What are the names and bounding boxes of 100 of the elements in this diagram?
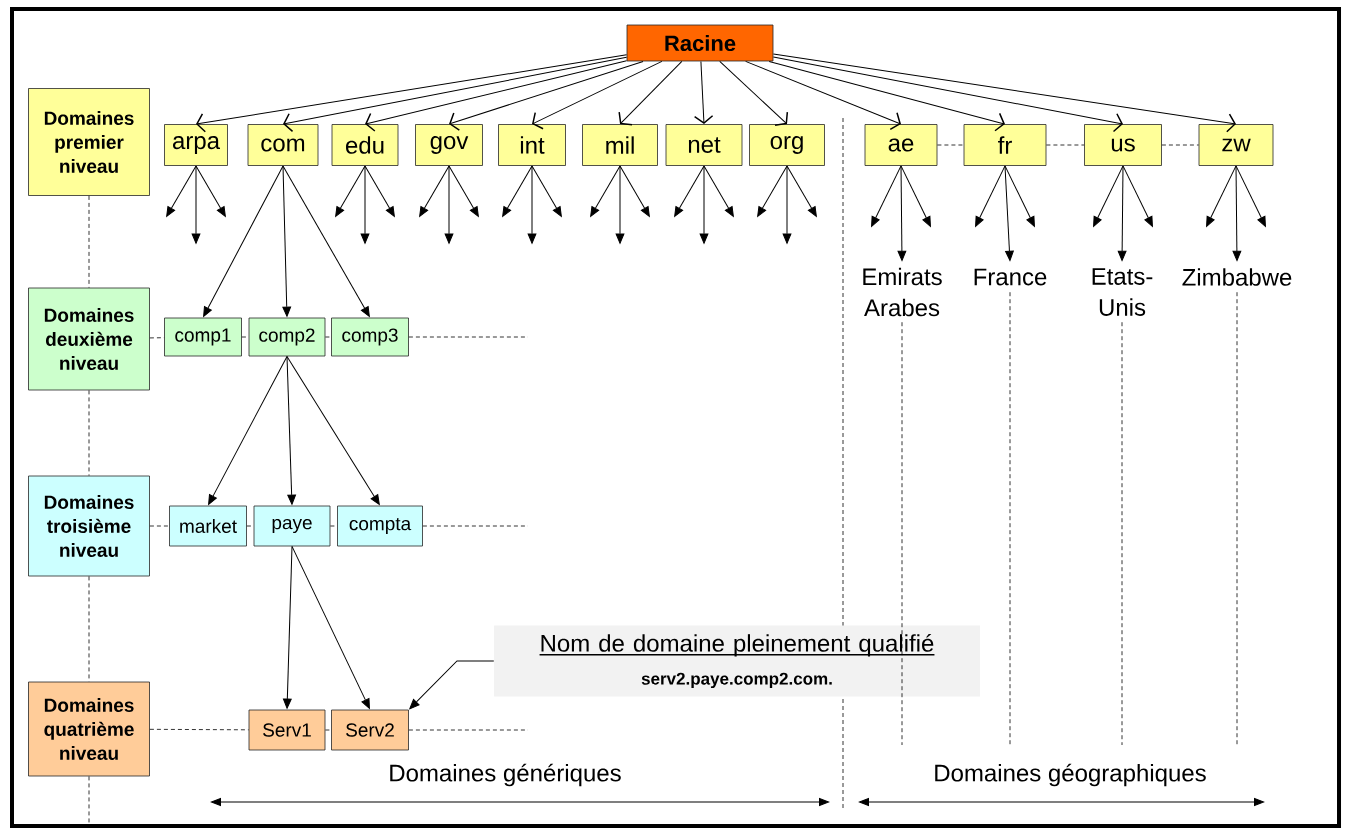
- arrow: [203, 165, 284, 317]
- arrow: [448, 165, 479, 217]
- dashed-line: [1009, 291, 1011, 746]
- arrow: [618, 60, 683, 126]
- arrow: [782, 165, 792, 244]
- arrow: [282, 545, 293, 709]
- arrow: [772, 53, 1236, 133]
- arrow: [335, 165, 366, 217]
- arrow: [768, 60, 1005, 132]
- arrow: [195, 165, 226, 217]
- dashed-line: [88, 390, 90, 476]
- arrow: [531, 165, 562, 217]
- arrow: [871, 165, 902, 227]
- level-box: Domaines troisième niveau: [28, 475, 150, 577]
- arrow: [900, 165, 931, 227]
- domain-box: ae: [864, 124, 938, 166]
- arrow: [291, 545, 370, 709]
- arrow: [191, 165, 201, 244]
- arrow: [1004, 165, 1035, 227]
- arrow: [527, 165, 537, 244]
- country-label: France: [974, 268, 1047, 286]
- dashed-line: [1236, 291, 1238, 746]
- arrow: [699, 165, 709, 244]
- domain-box: compta: [337, 505, 423, 547]
- arrow: [286, 355, 380, 505]
- dashed-line: [408, 336, 529, 338]
- arrow: [772, 56, 1123, 133]
- domain-box: comp3: [331, 317, 409, 357]
- arrow: [283, 56, 628, 133]
- level-box: Domaines premier niveau: [28, 88, 150, 196]
- dashed-line: [1161, 144, 1199, 146]
- dashed-line: [88, 195, 90, 288]
- arrow: [897, 165, 907, 261]
- domain-box: fr: [963, 124, 1047, 166]
- domain-box: zw: [1198, 124, 1274, 166]
- domain-box: Serv2: [331, 709, 409, 751]
- arrow: [693, 60, 714, 125]
- arrow: [282, 165, 370, 317]
- dashed-line: [408, 729, 529, 731]
- domain-box: net: [665, 124, 743, 166]
- domain-box: Serv1: [248, 709, 326, 751]
- arrow: [360, 165, 370, 244]
- arrow: [1117, 165, 1127, 261]
- country-label: Emirats Arabes: [863, 267, 942, 317]
- domain-box: com: [247, 124, 319, 166]
- arrow: [1235, 165, 1266, 227]
- arrow: [745, 60, 901, 131]
- arrow: [1004, 165, 1014, 261]
- arrow: [364, 165, 395, 217]
- arrow: [532, 60, 663, 130]
- arrow: [757, 165, 788, 217]
- dashed-line: [901, 321, 903, 746]
- root-box: Racine: [626, 24, 774, 62]
- arrow: [286, 355, 297, 505]
- arrow: [444, 165, 454, 244]
- arrow: [208, 355, 288, 505]
- arrow: [449, 60, 644, 131]
- dashed-line: [149, 728, 249, 731]
- arrow: [1232, 165, 1242, 261]
- domain-box: arpa: [164, 124, 228, 166]
- dashed-line: [88, 576, 90, 682]
- dashed-line: [149, 525, 170, 527]
- arrow: [590, 165, 621, 217]
- domain-box: mil: [582, 124, 658, 166]
- country-label: Zimbabwe: [1182, 268, 1292, 286]
- level-box: Domaines deuxième niveau: [28, 287, 150, 391]
- domain-box: int: [498, 124, 566, 166]
- country-label: Etats-Unis: [1092, 268, 1153, 316]
- arrow: [196, 54, 628, 133]
- domain-box: comp1: [164, 317, 242, 357]
- arrow: [1122, 165, 1153, 227]
- arrow: [1093, 165, 1124, 227]
- dashed-line: [241, 336, 249, 338]
- arrow: [502, 165, 533, 217]
- arrow: [166, 165, 197, 217]
- dashed-line: [246, 525, 254, 527]
- dashed-line: [325, 336, 332, 338]
- arrow: [719, 60, 789, 126]
- level-box: Domaines quatrième niveau: [28, 681, 150, 777]
- arrow: [674, 165, 705, 217]
- arrow: [619, 165, 650, 217]
- dashed-line: [1121, 321, 1123, 746]
- domain-box: edu: [331, 124, 399, 166]
- domain-box: market: [169, 505, 247, 547]
- arrow: [419, 165, 450, 217]
- arrow: [365, 60, 628, 132]
- section-label: Domaines géographiques: [935, 763, 1206, 787]
- domain-box: comp2: [248, 317, 326, 357]
- arrow: [615, 165, 625, 244]
- arrow: [786, 165, 817, 217]
- domain-box: gov: [415, 124, 483, 166]
- domain-box: org: [749, 124, 825, 166]
- arrow: [975, 165, 1006, 227]
- section-label: Domaines génériques: [390, 763, 621, 787]
- dashed-line: [325, 729, 332, 731]
- arrow: [1206, 165, 1237, 227]
- callout-box: Nom de domaine pleinement qualifié serv2.paye.comp2.com.: [494, 625, 980, 697]
- arrow: [703, 165, 734, 217]
- arrow: [282, 165, 292, 317]
- domain-box: us: [1084, 124, 1162, 166]
